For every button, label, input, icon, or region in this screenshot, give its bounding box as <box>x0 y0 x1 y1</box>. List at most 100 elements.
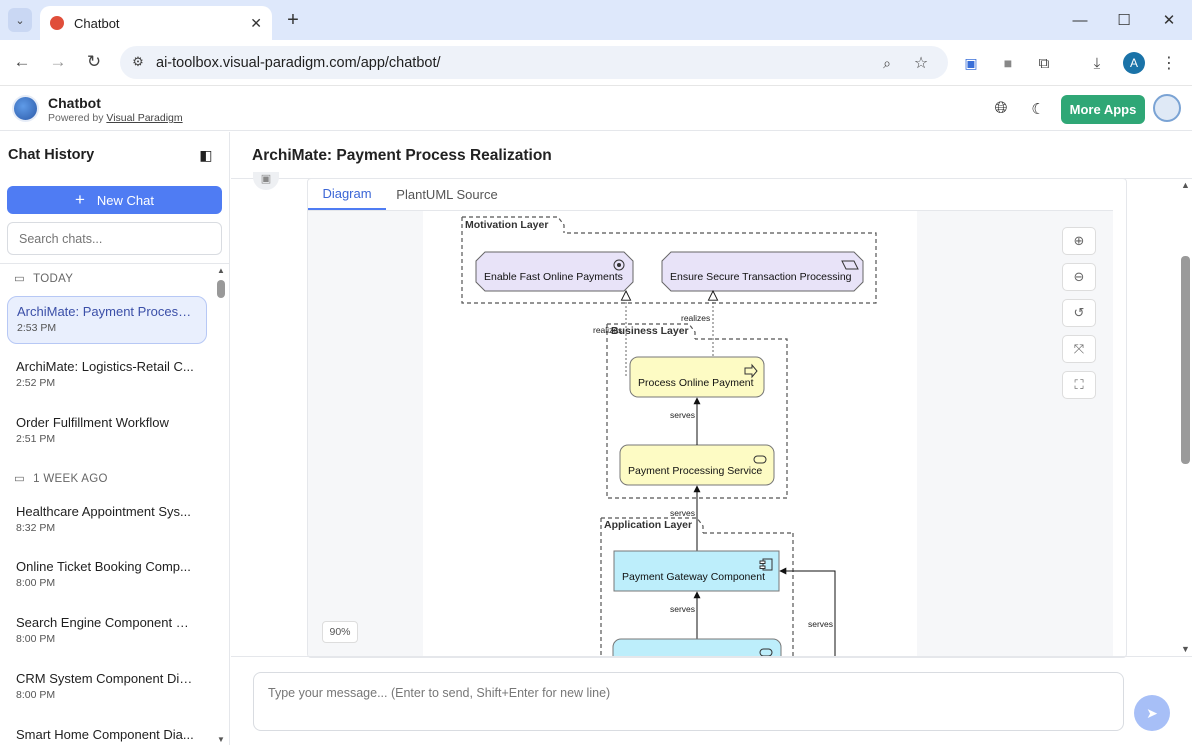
message-avatar: ▣ <box>253 172 279 190</box>
section-1-week-ago: ▭1 WEEK AGO <box>14 473 108 485</box>
scroll-down-icon[interactable]: ▼ <box>1181 644 1190 654</box>
chat-history-sidebar: Chat History ◧ + New Chat ▭TODAY ArchiMa… <box>0 132 230 745</box>
fullscreen-button[interactable]: ⛶ <box>1062 371 1096 399</box>
scroll-up-icon[interactable]: ▲ <box>1181 180 1190 190</box>
calendar-icon: ▭ <box>14 273 26 285</box>
zoom-out-button[interactable]: ⊖ <box>1062 263 1096 291</box>
powered-prefix: Powered by <box>48 112 104 124</box>
archimate-diagram: Motivation Layer Enable Fast Online Paym… <box>423 211 917 657</box>
chat-item[interactable]: Search Engine Component D...8:00 PM <box>16 615 194 645</box>
download-icon[interactable]: ⤓ <box>1093 54 1101 72</box>
chat-item[interactable]: CRM System Component Dia...8:00 PM <box>16 671 194 701</box>
tab-search-icon[interactable]: ⌄ <box>8 8 32 32</box>
input-divider <box>231 656 1192 657</box>
bookmark-star-icon[interactable]: ☆ <box>913 55 929 72</box>
zoom-level-badge: 90% <box>322 621 358 643</box>
main-scrollbar[interactable]: ▲ ▼ <box>1181 180 1191 654</box>
tab-plantuml-source[interactable]: PlantUML Source <box>396 187 498 202</box>
motivation-layer-frame <box>461 216 877 304</box>
chat-item[interactable]: ArchiMate: Payment Process ...2:53 PM <box>7 296 207 344</box>
dark-mode-moon-icon[interactable]: ☾ <box>1031 101 1045 118</box>
fit-to-screen-button[interactable]: ⤧ <box>1062 335 1096 363</box>
extensions-puzzle-icon[interactable]: ⧉ <box>1038 54 1050 72</box>
send-icon: ➤ <box>1146 704 1158 721</box>
tabs-divider <box>308 210 1113 211</box>
zoom-in-button[interactable]: ⊕ <box>1062 227 1096 255</box>
motivation-layer-label: Motivation Layer <box>465 219 548 231</box>
new-chat-label: New Chat <box>96 192 154 208</box>
fit-icon: ⤧ <box>1073 341 1085 356</box>
diagram-canvas[interactable]: Motivation Layer Enable Fast Online Paym… <box>308 211 1113 657</box>
app-title: Chatbot <box>48 95 101 111</box>
address-bar[interactable]: ⚙ ai-toolbox.visual-paradigm.com/app/cha… <box>120 46 948 79</box>
app-logo-icon <box>12 95 39 122</box>
zoom-icon[interactable]: ⌕ <box>883 54 891 71</box>
visual-paradigm-link[interactable]: Visual Paradigm <box>106 112 183 124</box>
requirement-element[interactable] <box>661 251 864 292</box>
search-chats-input[interactable] <box>7 222 222 255</box>
message-input[interactable]: Type your message... (Enter to send, Shi… <box>253 672 1124 731</box>
new-chat-button[interactable]: + New Chat <box>7 186 222 214</box>
sidebar-divider <box>0 263 229 264</box>
language-globe-icon[interactable]: 🌐︎ <box>994 100 1008 117</box>
zoom-out-icon: ⊖ <box>1073 269 1085 284</box>
tab-diagram[interactable]: Diagram <box>308 179 386 210</box>
component-icon <box>762 558 773 571</box>
chat-item[interactable]: Online Ticket Booking Comp...8:00 PM <box>16 559 191 589</box>
back-icon[interactable]: ← <box>13 52 31 71</box>
business-layer-frame <box>606 323 788 499</box>
zoom-in-icon: ⊕ <box>1073 233 1085 248</box>
browser-tabstrip: ⌄ Chatbot ✕ + — ☐ ✕ <box>0 0 1192 40</box>
extension-chat-icon[interactable]: ■ <box>1003 55 1013 71</box>
realizes-label: realizes <box>593 325 622 335</box>
scrollbar-thumb[interactable] <box>217 280 225 298</box>
application-layer-frame <box>600 517 794 657</box>
sidebar-scrollbar[interactable]: ▲ ▼ <box>216 266 226 744</box>
browser-tab[interactable]: Chatbot ✕ <box>40 6 272 40</box>
application-service-element[interactable] <box>612 638 782 657</box>
bot-avatar-icon[interactable] <box>1153 94 1181 122</box>
requirement-element-label: Ensure Secure Transaction Processing <box>670 271 852 283</box>
service-icon <box>753 455 767 464</box>
plus-icon: + <box>74 190 85 209</box>
powered-by: Powered by Visual Paradigm <box>48 112 183 124</box>
window-close-icon[interactable]: ✕ <box>1162 12 1176 29</box>
url-text: ai-toolbox.visual-paradigm.com/app/chatb… <box>156 54 441 71</box>
extension-doc-icon[interactable]: ▣ <box>964 54 978 71</box>
chat-item[interactable]: Smart Home Component Dia... <box>16 727 194 742</box>
application-component-element[interactable] <box>613 550 780 592</box>
send-button[interactable]: ➤ <box>1134 695 1170 731</box>
reload-icon[interactable]: ↻ <box>86 52 102 71</box>
scroll-up-icon[interactable]: ▲ <box>217 266 225 275</box>
browser-menu-icon[interactable]: ⋮ <box>1161 55 1177 72</box>
serves-relation <box>779 567 836 657</box>
process-element[interactable] <box>629 356 765 398</box>
reset-icon: ↺ <box>1073 305 1085 320</box>
scroll-down-icon[interactable]: ▼ <box>217 735 225 744</box>
business-layer-label: Business Layer <box>611 325 689 337</box>
profile-avatar[interactable]: A <box>1123 52 1145 74</box>
scrollbar-thumb[interactable] <box>1181 256 1190 464</box>
process-icon <box>744 363 758 379</box>
tab-title: Chatbot <box>74 15 120 31</box>
minimize-icon[interactable]: — <box>1072 11 1088 29</box>
process-element-label: Process Online Payment <box>638 377 754 389</box>
serves-label: serves <box>670 604 695 614</box>
reset-view-button[interactable]: ↺ <box>1062 299 1096 327</box>
site-info-icon[interactable]: ⚙ <box>132 54 144 69</box>
conversation-title: ArchiMate: Payment Process Realization <box>252 147 552 164</box>
more-apps-button[interactable]: More Apps <box>1061 95 1145 124</box>
maximize-icon[interactable]: ☐ <box>1117 12 1131 29</box>
chat-item[interactable]: Healthcare Appointment Sys...8:32 PM <box>16 504 191 534</box>
favicon-icon <box>50 16 64 30</box>
fullscreen-icon: ⛶ <box>1074 377 1084 392</box>
serves-label: serves <box>670 410 695 420</box>
new-tab-icon[interactable]: + <box>287 8 299 31</box>
forward-icon[interactable]: → <box>49 52 67 71</box>
sidebar-heading: Chat History <box>8 147 95 163</box>
serves-label: serves <box>670 508 695 518</box>
chat-item[interactable]: ArchiMate: Logistics-Retail C...2:52 PM <box>16 359 194 389</box>
close-tab-icon[interactable]: ✕ <box>250 14 262 31</box>
sidebar-toggle-icon[interactable]: ◧ <box>199 146 213 163</box>
